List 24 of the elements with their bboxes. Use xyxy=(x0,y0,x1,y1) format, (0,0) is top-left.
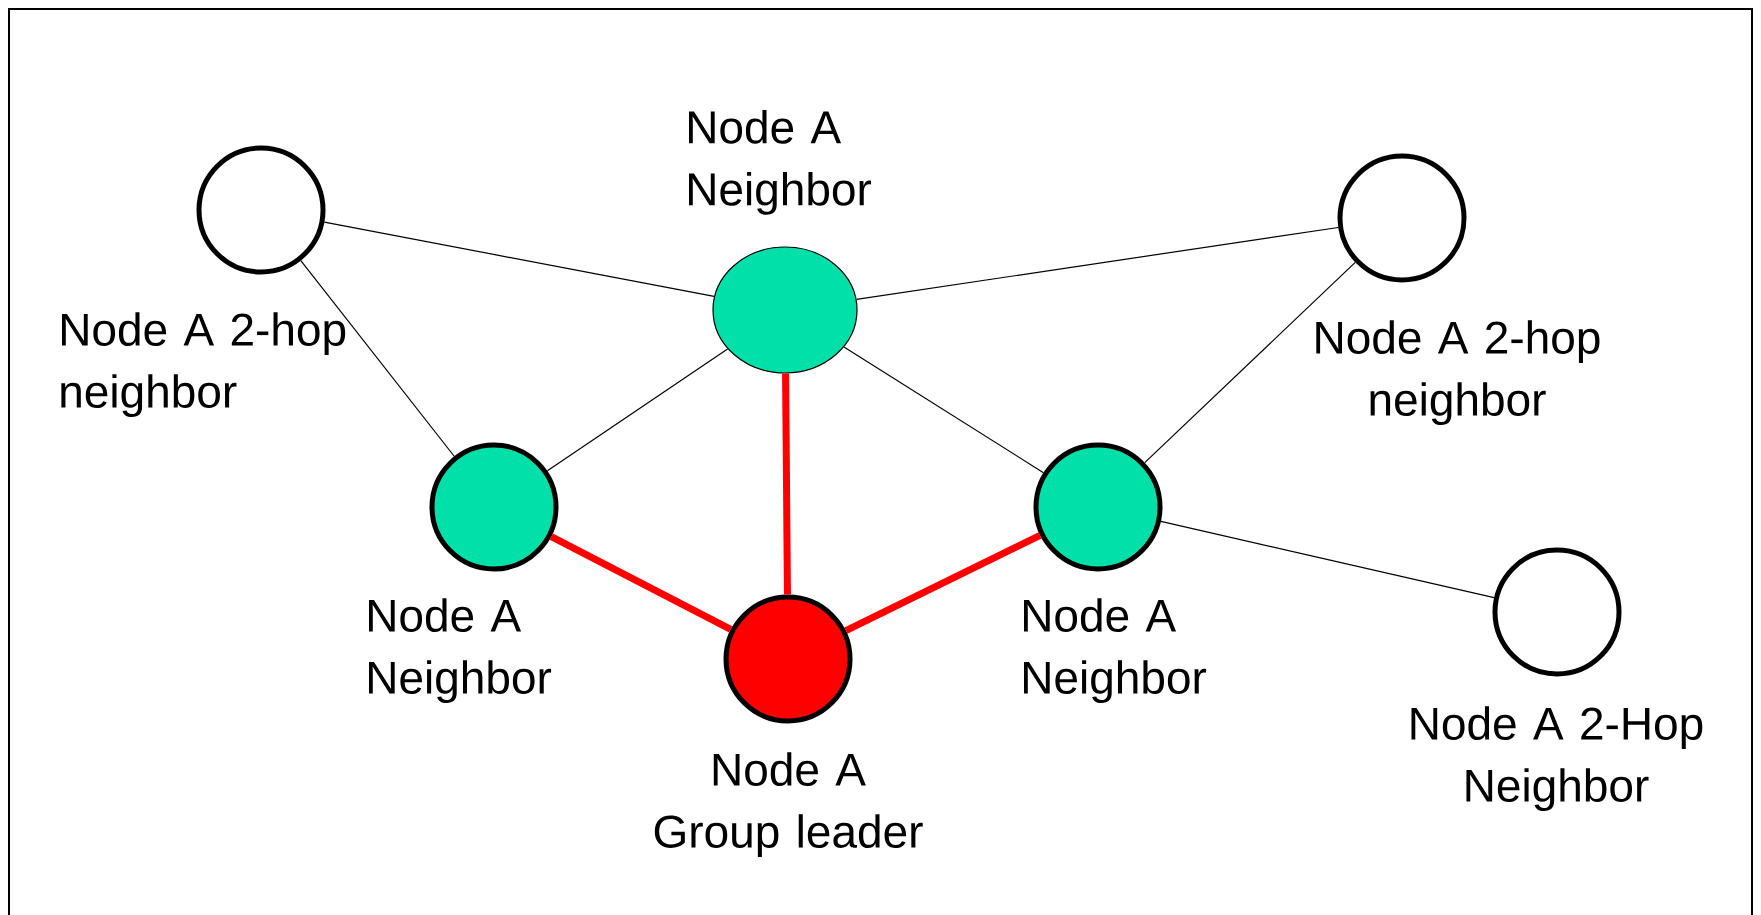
node-label: Node A 2-Hop Neighbor xyxy=(1411,706,1703,812)
node-label: Node A Neighbor xyxy=(689,109,872,215)
node-circle xyxy=(1492,547,1622,677)
link-line xyxy=(843,346,1044,474)
node-circle xyxy=(723,594,853,724)
node-circle xyxy=(1337,153,1467,283)
thick-link-line xyxy=(549,533,733,633)
thick-link-line xyxy=(782,373,791,595)
link-line xyxy=(546,348,729,472)
node-label: Node A 2-hop neighbor xyxy=(1316,320,1600,426)
node-circle xyxy=(1033,442,1163,572)
node-circle xyxy=(196,145,326,275)
link-line xyxy=(300,260,455,457)
link-line xyxy=(1144,261,1356,464)
node-label: Node A 2-hop neighbor xyxy=(61,312,346,418)
link-line xyxy=(1160,520,1495,599)
node-label: Node A Group leader xyxy=(654,752,923,858)
node-circle xyxy=(712,246,858,374)
node-label: Node A Neighbor xyxy=(1024,598,1207,704)
thick-link-line xyxy=(844,532,1042,634)
node-circle xyxy=(429,442,559,572)
node-label: Node A Neighbor xyxy=(369,598,552,704)
link-line xyxy=(323,221,715,298)
link-line xyxy=(856,226,1339,300)
